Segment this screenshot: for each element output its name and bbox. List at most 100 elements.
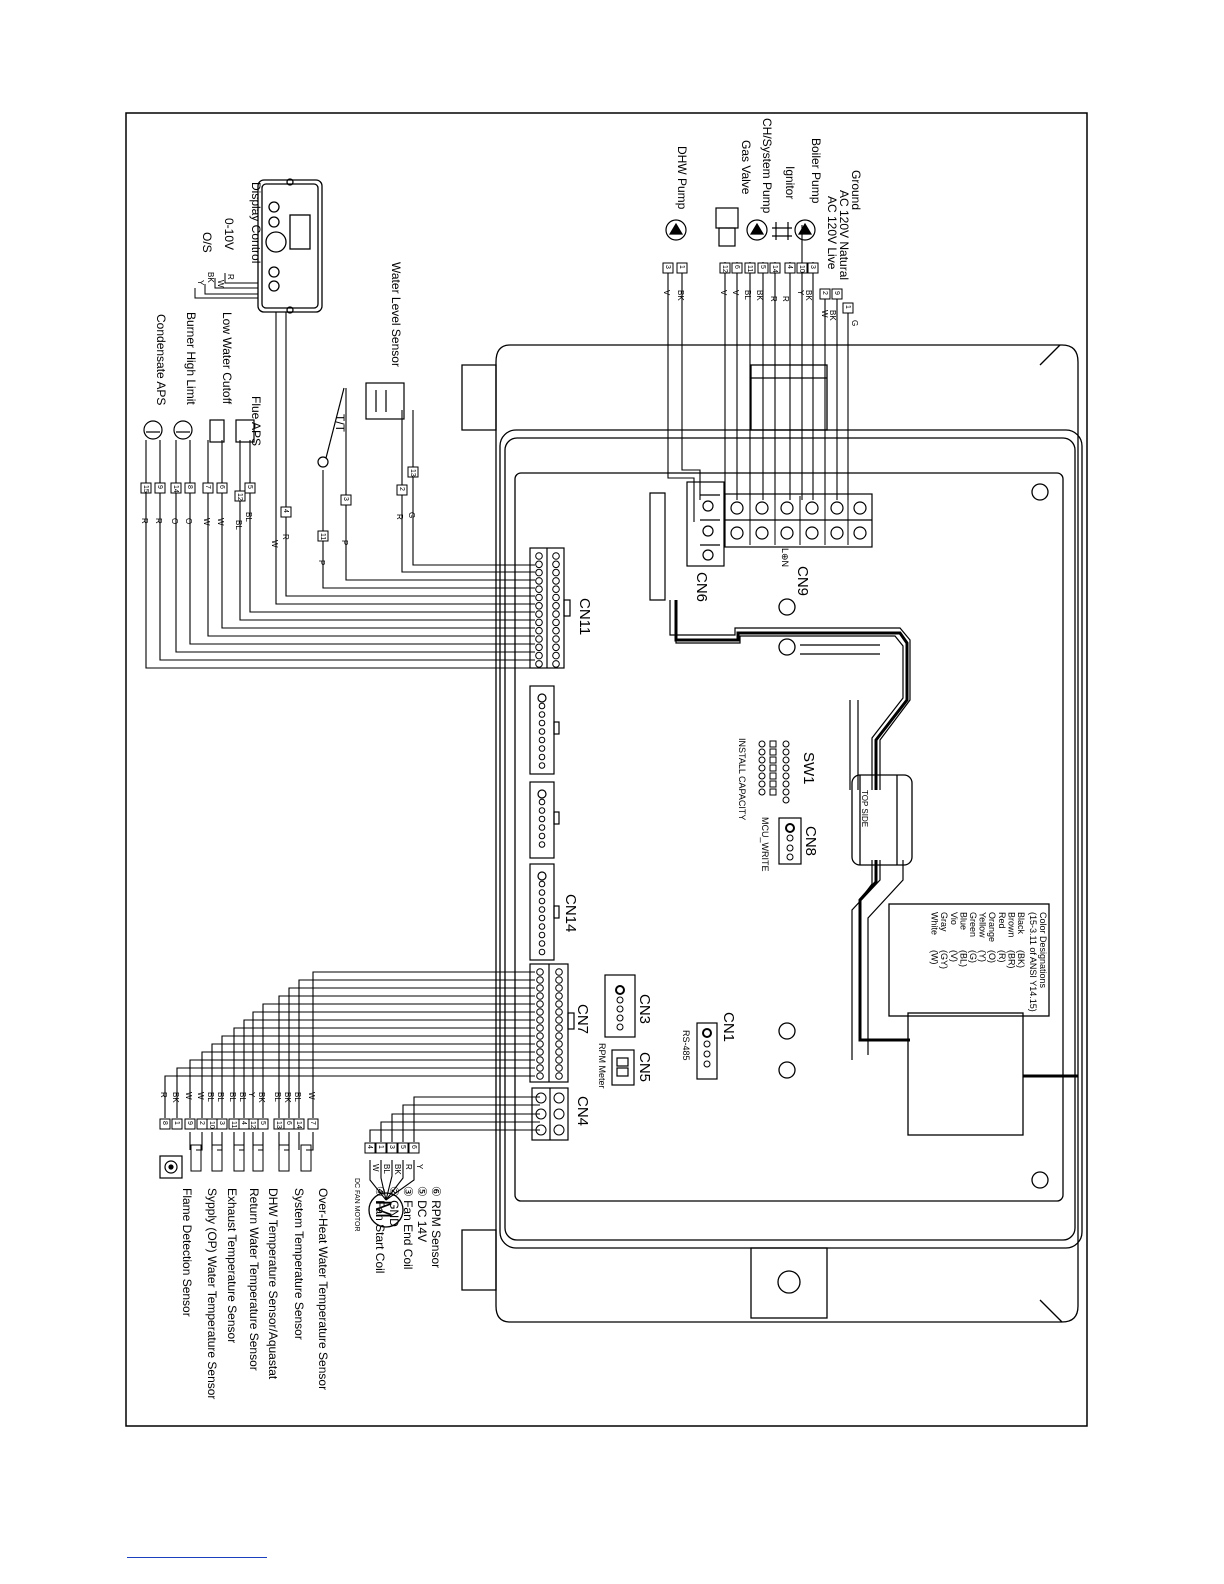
cn7-wire (288, 987, 535, 1118)
ignitor-icon (772, 222, 792, 240)
blank-connector-pin (538, 798, 546, 806)
water-level-sensor-icon (365, 382, 405, 420)
cn9-wire-color: R (769, 296, 778, 302)
cn7-pin-tag-text: 7 (309, 1121, 316, 1125)
color-legend-code: (G) (968, 950, 978, 963)
cn9-ground-mark: L⊕N (780, 548, 790, 567)
sw1-switch[interactable] (769, 740, 777, 748)
sw1-switch[interactable] (769, 764, 777, 772)
cn9-device-label: DHW Pump (675, 146, 689, 210)
cn11-pin (552, 593, 560, 602)
cn7-pin-tag: 14 (293, 1118, 305, 1130)
fan-legend-item: ④ Fan Start Coil (373, 1186, 387, 1273)
cn11-pin-tag: 11 (317, 530, 329, 542)
blank-connector-pin (538, 702, 546, 710)
fan-pin-tag: 4 (364, 1142, 376, 1154)
cn6-label[interactable]: CN6 (693, 572, 710, 602)
sw1-switch[interactable] (769, 772, 777, 780)
condensate-aps-icon (143, 420, 163, 440)
cn9-wire-color: G (850, 320, 859, 326)
sensor-thermistor-icon (300, 1144, 312, 1172)
color-legend-code: (BL) (958, 950, 968, 967)
cn9-terminals (724, 496, 867, 545)
cn7-sensor-label: Flame Detection Sensor (180, 1188, 194, 1317)
cn8-label[interactable]: CN8 (802, 826, 819, 856)
cn11-pin (535, 593, 543, 602)
cn5-label[interactable]: CN5 (636, 1052, 653, 1082)
sw1-switch[interactable] (769, 756, 777, 764)
cn11-wire-color: R (140, 518, 149, 524)
blank-connector-pin (538, 940, 546, 947)
cn7-wire (252, 1132, 264, 1151)
cn7-pin-tag-text: 9 (186, 1121, 193, 1125)
mcu-write-label: MCU_WRITE (760, 817, 770, 872)
cn7-pin-tag: 8 (159, 1118, 171, 1130)
blank-connector-pin (538, 753, 546, 761)
cn11-pin (552, 577, 560, 585)
cn7-pin-tag: 7 (307, 1118, 319, 1130)
sw1-dip-switch[interactable] (758, 740, 790, 804)
cn9-wire-color: BK (755, 290, 764, 301)
color-legend-name: White (930, 912, 940, 935)
cn4-pin (553, 1124, 565, 1136)
sw1-label[interactable]: SW1 (800, 752, 817, 785)
fan-pin-tag: 1 (375, 1142, 387, 1154)
cn11-pin-tag: 9 (154, 482, 166, 494)
cn9-device-label: Boiler Pump (809, 138, 823, 204)
cn9-label[interactable]: CN9 (794, 566, 811, 596)
color-legend-subtitle: (15-3.11 of ANSI Y14.15) (1028, 912, 1038, 1012)
color-legend-name: Vio (949, 912, 959, 925)
cn7-pin (536, 968, 544, 976)
color-designations-legend: Color Designations(15-3.11 of ANSI Y14.1… (930, 912, 1048, 1012)
cn4-label[interactable]: CN4 (574, 1096, 591, 1126)
color-legend-code: (GY) (939, 950, 949, 969)
dc-fan-motor-icon (368, 1192, 404, 1228)
cn9-device-label: Gas Valve (739, 140, 753, 195)
color-legend-name: Black (1016, 912, 1026, 935)
blank-connector-pin (538, 931, 546, 939)
color-legend-name: Yellow (978, 912, 988, 938)
cn11-wire-color: BK (206, 272, 215, 283)
color-legend-code: (O) (987, 950, 997, 963)
sw1-switch[interactable] (769, 748, 777, 756)
blank-connector-pin (538, 948, 546, 956)
cn11-pin-tag-text: 14 (172, 485, 179, 493)
cn7-pin (555, 1064, 563, 1072)
cn7-wire (252, 1011, 535, 1118)
cn3-label[interactable]: CN3 (636, 994, 653, 1024)
color-legend-name: Brown (1006, 912, 1016, 938)
blank-connector-pin (538, 711, 546, 718)
blank-connector-pin (538, 906, 546, 913)
blank-connector-pin (538, 815, 546, 823)
sw1-switch[interactable] (769, 788, 777, 796)
blank-connector-pin (538, 841, 546, 848)
cn11-pin-tag-text: 3 (342, 497, 349, 501)
cn14-label[interactable]: CN14 (562, 894, 579, 932)
cn11-wire-color: R (281, 534, 290, 540)
cn9-pin-tag: 5 (757, 262, 769, 274)
cn11-pin-tag: 14 (170, 482, 182, 494)
fan-pin-tag-text: 1 (377, 1145, 384, 1149)
cn11-wire-color: W (216, 518, 225, 526)
cn11-label[interactable]: CN11 (576, 598, 593, 635)
sw1-pad (782, 796, 790, 804)
cn11-pin-tag-text: 4 (282, 509, 289, 513)
color-legend-name: Green (968, 912, 978, 937)
cn1-label[interactable]: CN1 (720, 1012, 737, 1042)
cn7-pin (555, 1072, 563, 1080)
fan-pin-tag-text: 4 (366, 1145, 373, 1149)
cn9-terminal-top (805, 501, 819, 515)
burner-high-limit-icon (173, 420, 193, 440)
blank-connector-pin (538, 736, 546, 744)
cn11-pin-tag: 12 (234, 490, 246, 502)
cn7-label[interactable]: CN7 (574, 1004, 591, 1034)
cn9-wire-color: V (719, 290, 728, 296)
blank-connector-pin (538, 880, 546, 888)
cn9-pin-tag-text: 4 (786, 265, 793, 269)
cn7-wire-color: BK (257, 1092, 266, 1103)
cn7-wire (278, 995, 535, 1118)
cn11-wire-color: G (407, 512, 416, 518)
sw1-switch[interactable] (769, 780, 777, 788)
cn11-pin-tag: 3 (340, 494, 352, 506)
cn7-pin-tag-text: 11 (230, 1121, 237, 1128)
